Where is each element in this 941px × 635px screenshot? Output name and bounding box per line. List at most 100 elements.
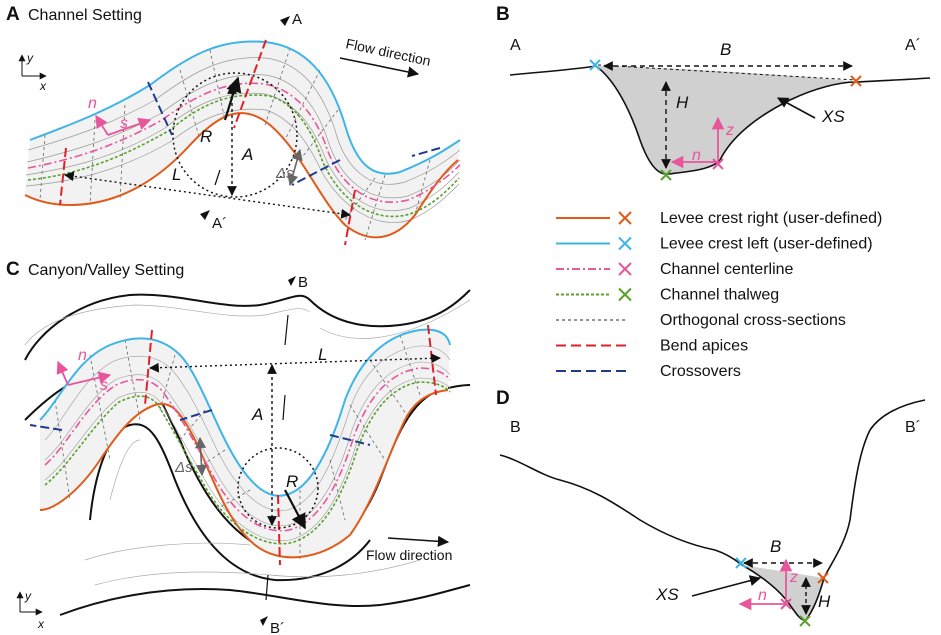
label-R-a: R bbox=[200, 127, 212, 146]
label-z-b: z bbox=[725, 122, 734, 139]
label-XS-b: XS bbox=[821, 107, 845, 126]
panel-d-right: B´ bbox=[905, 419, 921, 436]
panel-b-left: A bbox=[510, 37, 521, 54]
ds-arrow-a bbox=[287, 148, 303, 187]
legend: Levee crest right (user-defined) Levee cr… bbox=[556, 210, 882, 380]
section-marker-a-bottom bbox=[200, 210, 210, 220]
xs-arrow-d bbox=[691, 575, 762, 597]
label-R-c: R bbox=[286, 472, 298, 491]
channel-a-fill bbox=[25, 41, 460, 238]
panel-a: A Channel Setting bbox=[6, 4, 461, 246]
tick-a bbox=[214, 169, 221, 186]
legend-item: Levee crest left (user-defined) bbox=[556, 236, 873, 253]
legend-item: Levee crest right (user-defined) bbox=[556, 210, 882, 227]
section-marker-c-top bbox=[288, 276, 296, 286]
axis-y-c-label: y bbox=[24, 589, 32, 603]
legend-label: Levee crest right (user-defined) bbox=[660, 210, 882, 227]
section-marker-a-top bbox=[280, 16, 290, 26]
legend-cross-marker bbox=[618, 236, 632, 251]
flow-direction-c-label: Flow direction bbox=[366, 547, 452, 563]
label-n-d: n bbox=[758, 587, 767, 604]
label-H-d: H bbox=[818, 592, 831, 611]
label-A-a: A bbox=[241, 145, 253, 164]
panel-a-letter: A bbox=[6, 4, 20, 25]
levee-right-c bbox=[39, 389, 449, 559]
axis-x-c-label: x bbox=[37, 617, 45, 631]
cross-markers-b bbox=[589, 59, 862, 181]
n-vector-c bbox=[56, 360, 69, 386]
xs-fill-b bbox=[596, 66, 856, 175]
legend-item: Bend apices bbox=[556, 338, 748, 355]
label-ds-c: Δs bbox=[174, 459, 193, 476]
curvature-circle-a bbox=[172, 72, 298, 198]
contours-c bbox=[24, 299, 471, 586]
legend-item: Orthogonal cross-sections bbox=[556, 312, 846, 329]
panel-b-right: A´ bbox=[905, 37, 921, 54]
label-ds-a: Δs bbox=[275, 165, 294, 182]
panel-c-letter: C bbox=[6, 259, 20, 280]
legend-item: Channel thalweg bbox=[556, 287, 779, 304]
legend-item: Channel centerline bbox=[556, 261, 794, 278]
axis-x-a-label: x bbox=[39, 79, 47, 93]
panel-b: B A A´ B H XS n z bbox=[496, 4, 931, 181]
levee-left-a bbox=[29, 40, 461, 175]
panel-d: D B B´ B H XS n z bbox=[496, 388, 926, 627]
section-c-bottom-label: B´ bbox=[270, 620, 285, 635]
channel-c-fill bbox=[40, 329, 450, 558]
xs-arrow-b bbox=[777, 97, 816, 119]
label-n-a: n bbox=[88, 95, 97, 112]
thalweg-tick-c2 bbox=[282, 394, 286, 421]
panel-c: C Canyon/Valley Setting bbox=[6, 259, 471, 635]
terrain-d bbox=[499, 399, 926, 622]
crossovers-c bbox=[29, 409, 371, 446]
centerline-c bbox=[44, 367, 451, 532]
panel-c-title: Canyon/Valley Setting bbox=[28, 262, 184, 279]
thalweg-tick-c3 bbox=[265, 574, 269, 601]
flow-direction-c-arrow bbox=[387, 535, 450, 547]
section-marker-c-bottom bbox=[260, 616, 268, 626]
curvature-circle-c bbox=[237, 447, 319, 529]
legend-cross-marker bbox=[618, 287, 632, 302]
label-A-c: A bbox=[251, 405, 263, 424]
legend-cross-marker bbox=[618, 262, 632, 276]
thalweg-c bbox=[44, 381, 451, 545]
thalweg-tick-c1 bbox=[284, 314, 289, 346]
s-vector-a bbox=[107, 117, 152, 136]
panel-d-left: B bbox=[510, 419, 521, 436]
centerline-a bbox=[27, 82, 461, 203]
label-L-a: L bbox=[172, 165, 181, 184]
label-XS-d: XS bbox=[655, 585, 679, 604]
section-a-bottom-label: A´ bbox=[212, 215, 227, 232]
radius-arrow-c bbox=[284, 489, 306, 530]
legend-cross-marker bbox=[618, 211, 632, 225]
n-vector-a bbox=[95, 114, 109, 136]
label-B-d: B bbox=[770, 537, 781, 556]
section-c-top-label: B bbox=[298, 274, 308, 291]
legend-item: Crossovers bbox=[556, 363, 741, 380]
label-L-c: L bbox=[318, 345, 327, 364]
label-H-b: H bbox=[676, 93, 689, 112]
legend-label: Channel thalweg bbox=[660, 287, 779, 304]
panel-a-title: Channel Setting bbox=[28, 7, 142, 24]
section-a-top-label: A bbox=[292, 11, 302, 28]
levee-left-c bbox=[39, 328, 451, 497]
axis-y-a-label: y bbox=[26, 51, 34, 65]
legend-label: Crossovers bbox=[660, 363, 741, 380]
label-n-b: n bbox=[692, 147, 701, 164]
s-vector-c bbox=[67, 371, 112, 386]
cross-markers-d bbox=[735, 557, 829, 627]
panel-b-letter: B bbox=[496, 4, 510, 25]
bend-apices-c bbox=[144, 324, 437, 566]
flow-direction-a-arrow bbox=[339, 57, 420, 78]
label-s-a: s bbox=[120, 115, 128, 132]
label-s-c: s bbox=[100, 377, 108, 394]
wavelength-arrow-c bbox=[149, 353, 441, 373]
label-z-d: z bbox=[789, 569, 798, 586]
legend-label: Levee crest left (user-defined) bbox=[660, 236, 873, 253]
legend-label: Orthogonal cross-sections bbox=[660, 312, 846, 329]
legend-label: Channel centerline bbox=[660, 261, 794, 278]
label-n-c: n bbox=[78, 347, 87, 364]
legend-label: Bend apices bbox=[660, 338, 748, 355]
label-B-b: B bbox=[720, 40, 731, 59]
